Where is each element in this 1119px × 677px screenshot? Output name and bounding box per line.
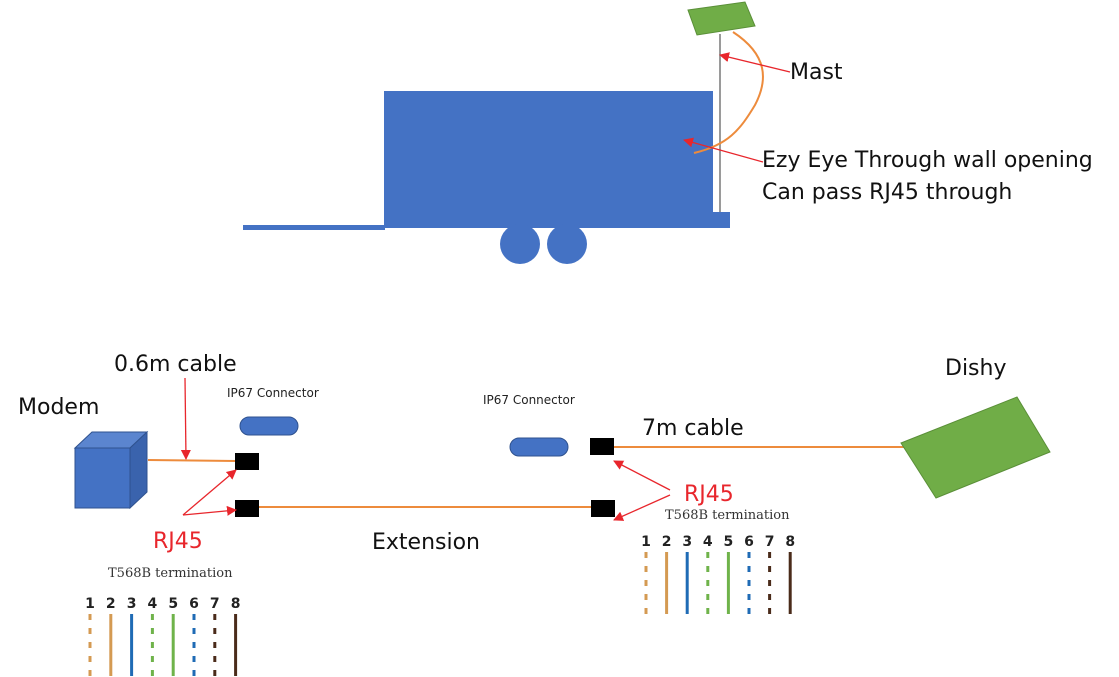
rj45-right-arrow-lower [613, 494, 671, 521]
ip67-connector-right [509, 437, 569, 457]
pin-number-left-3: 3 [127, 596, 137, 612]
mast-cable [693, 31, 764, 154]
short-cable-label: 0.6m cable [114, 352, 237, 377]
modem-label: Modem [18, 395, 99, 420]
pin-number-right-2: 2 [662, 534, 672, 550]
extension-label: Extension [372, 530, 480, 555]
rj45-right-lower [591, 500, 615, 517]
pin-number-right-4: 4 [703, 534, 713, 550]
rj45-left-lower [235, 500, 259, 517]
rj45-left-label: RJ45 [153, 529, 203, 554]
rj45-right-upper [590, 438, 614, 455]
ezy-eye-label-line1: Ezy Eye Through wall opening [762, 148, 1093, 173]
pin-number-right-1: 1 [641, 534, 651, 550]
modem-side [129, 430, 148, 510]
pin-number-left-6: 6 [189, 596, 199, 612]
pin-number-left-4: 4 [148, 596, 158, 612]
short-cable [147, 459, 237, 462]
ip67-connector-left [239, 416, 299, 436]
mast-label: Mast [790, 60, 843, 85]
pin-number-left-5: 5 [168, 596, 178, 612]
rj45-left-upper [235, 453, 259, 470]
termination-right-label: T568B termination [665, 508, 790, 523]
pin-number-right-7: 7 [765, 534, 775, 550]
long-cable-label: 7m cable [642, 416, 744, 441]
dishy-label: Dishy [945, 356, 1006, 381]
trailer-drawbar [243, 225, 385, 230]
trailer-body [384, 91, 713, 228]
trailer-wheel-front [500, 224, 540, 264]
mast-base [713, 212, 730, 228]
rj45-left-arrow-upper [182, 469, 237, 516]
pin-number-right-6: 6 [744, 534, 754, 550]
ip67-right-label: IP67 Connector [483, 393, 575, 407]
pin-number-left-2: 2 [106, 596, 116, 612]
pin-number-right-3: 3 [682, 534, 692, 550]
pin-number-right-8: 8 [785, 534, 795, 550]
pin-number-left-1: 1 [85, 596, 95, 612]
dish-on-mast [687, 1, 756, 36]
modem-cube [73, 430, 149, 510]
pin-number-left-7: 7 [210, 596, 220, 612]
pin-number-right-5: 5 [724, 534, 734, 550]
termination-left-label: T568B termination [108, 566, 233, 581]
rj45-left-arrow-lower [182, 505, 237, 516]
dishy-panel [900, 396, 1051, 499]
rj45-right-label: RJ45 [684, 482, 734, 507]
trailer-wheel-rear [547, 224, 587, 264]
ezy-eye-label-line2: Can pass RJ45 through [762, 180, 1012, 205]
short-cable-arrow [180, 377, 191, 460]
trailer-group: Mast Ezy Eye Through wall opening Can pa… [243, 1, 1093, 264]
ip67-left-label: IP67 Connector [227, 386, 319, 400]
modem-front [74, 447, 131, 509]
rj45-right-arrow-upper [613, 460, 671, 491]
pin-number-left-8: 8 [231, 596, 241, 612]
ezy-eye-arrow [683, 137, 764, 163]
mast-arrow [719, 52, 791, 73]
